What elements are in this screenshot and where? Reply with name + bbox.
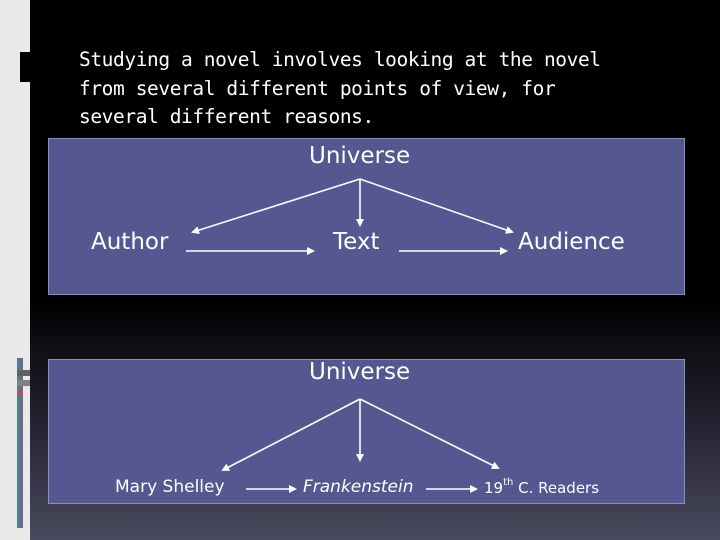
audience-label-2: 19th C. Readers [484,477,600,497]
universe-label-1: Universe [309,143,411,169]
author-label-2: Mary Shelley [115,477,225,497]
text-label-1: Text [333,229,380,255]
universe-label-2: Universe [309,359,411,385]
left-accent-bar [0,0,30,540]
author-label-1: Author [91,229,169,255]
slide-title: Studying a novel involves looking at the… [79,48,601,128]
left-accent-block [20,52,30,82]
left-accent-stripes [17,358,30,528]
audience-label-1: Audience [518,229,625,255]
text-label-2: Frankenstein [303,477,414,497]
